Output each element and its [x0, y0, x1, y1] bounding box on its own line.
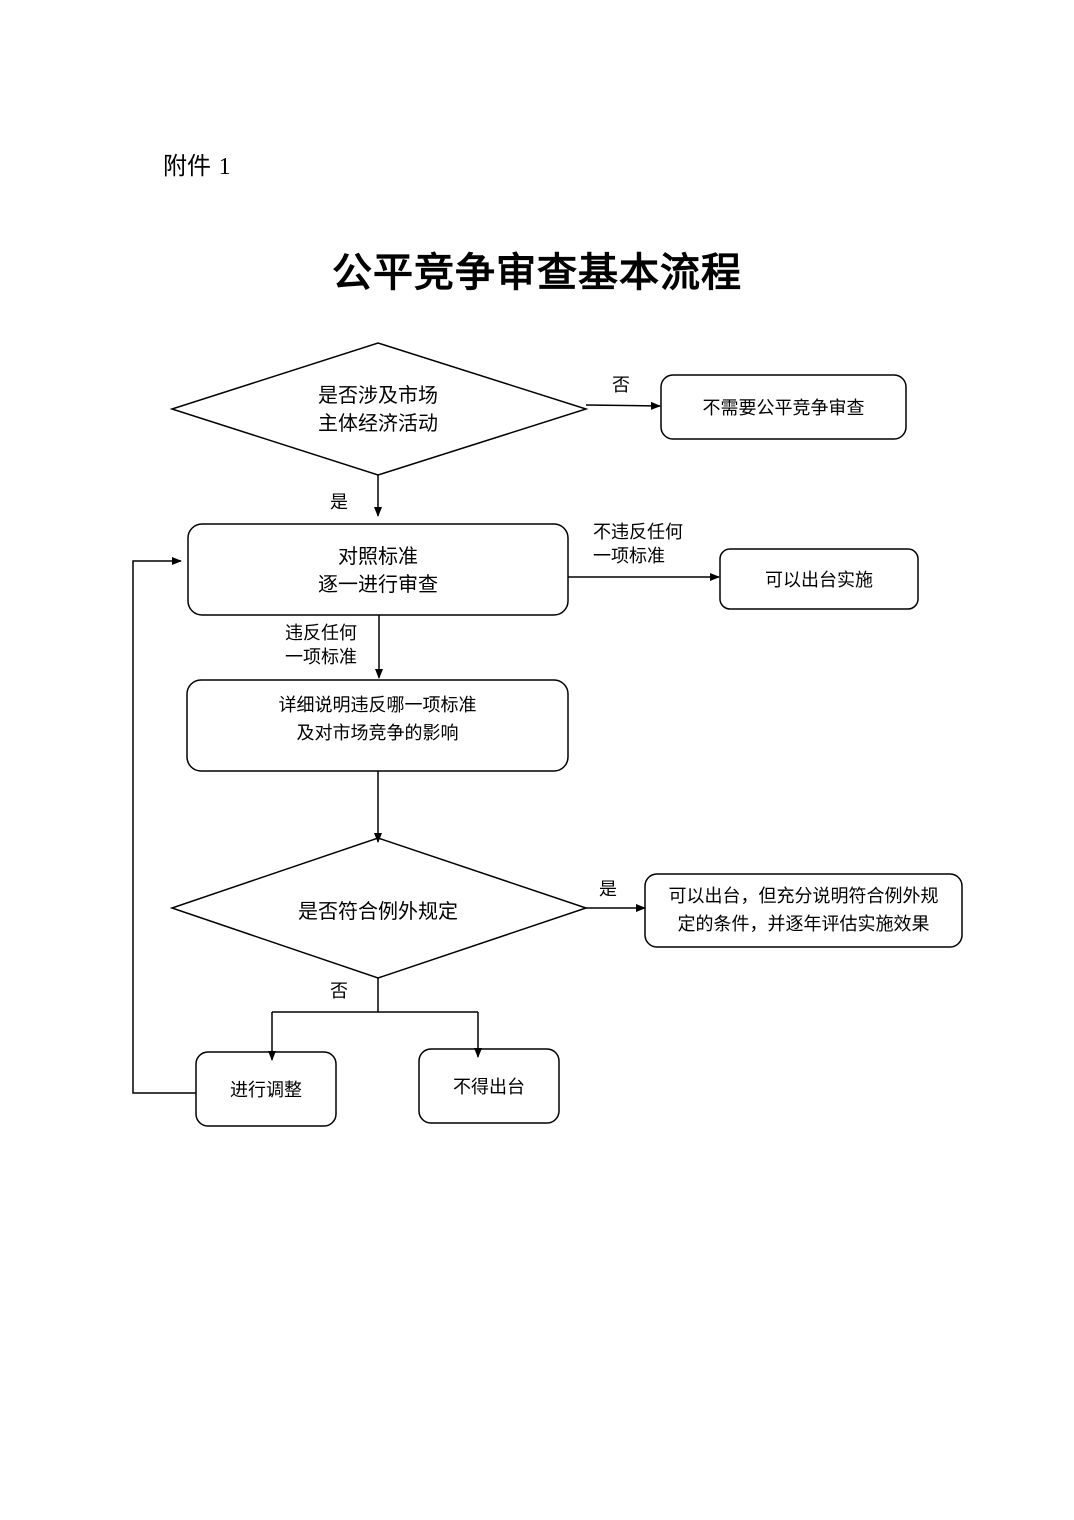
edge-label-violation: 违反任何 一项标准	[285, 622, 357, 670]
no-review-text: 不需要公平竞争审查	[661, 375, 906, 439]
compare-line1: 对照标准	[338, 543, 418, 568]
box-no-review	[660, 374, 907, 440]
violation-line2: 一项标准	[285, 647, 357, 668]
no-review-label: 不需要公平竞争审查	[702, 398, 865, 419]
not-issue-label: 不得出台	[453, 1077, 525, 1098]
can-issue-label: 可以出台实施	[765, 570, 873, 591]
explain-line2: 及对市场竞争的影响	[296, 723, 459, 744]
exception-ok-text: 可以出台，但充分说明符合例外规 定的条件，并逐年评估实施效果	[645, 874, 962, 947]
attachment-number: 1	[218, 154, 231, 180]
decision-market-text: 是否涉及市场 主体经济活动	[268, 380, 488, 438]
decision-exception-label: 是否符合例外规定	[298, 898, 458, 923]
adjust-label: 进行调整	[230, 1080, 302, 1101]
decision-market-line1: 是否涉及市场	[318, 383, 438, 407]
edge-label-d1-no: 否	[612, 375, 630, 396]
exception-ok-line2: 定的条件，并逐年评估实施效果	[677, 913, 930, 935]
box-adjust	[195, 1051, 337, 1127]
decision-exception-text: 是否符合例外规定	[248, 893, 508, 925]
compare-line2: 逐一进行审查	[318, 571, 438, 596]
explain-line1: 详细说明违反哪一项标准	[278, 695, 477, 716]
exception-ok-line1: 可以出台，但充分说明符合例外规	[668, 885, 939, 907]
no-violation-line1: 不违反任何	[593, 522, 683, 543]
edge-adjust-loopback	[132, 557, 196, 1094]
attachment-label: 附件 1	[163, 146, 231, 181]
box-can-issue	[719, 548, 919, 610]
edge-label-d1-yes: 是	[330, 492, 348, 513]
edge-label-d2-yes: 是	[599, 879, 617, 900]
adjust-text: 进行调整	[196, 1052, 336, 1126]
edge-d1-no	[585, 401, 661, 410]
box-compare-standards	[187, 523, 569, 616]
box-not-issue	[418, 1048, 560, 1124]
no-violation-line2: 一项标准	[593, 546, 665, 567]
attachment-prefix: 附件	[163, 152, 211, 180]
not-issue-text: 不得出台	[419, 1049, 559, 1123]
can-issue-text: 可以出台实施	[720, 549, 918, 609]
edge-label-no-violation: 不违反任何 一项标准	[593, 521, 683, 569]
violation-line1: 违反任何	[285, 623, 357, 644]
edge-label-d2-no: 否	[330, 981, 348, 1002]
page-title: 公平竞争审查基本流程	[332, 249, 742, 296]
explain-violation-text: 详细说明违反哪一项标准 及对市场竞争的影响	[187, 680, 568, 760]
compare-standards-text: 对照标准 逐一进行审查	[188, 524, 568, 615]
decision-market-line2: 主体经济活动	[318, 411, 438, 435]
